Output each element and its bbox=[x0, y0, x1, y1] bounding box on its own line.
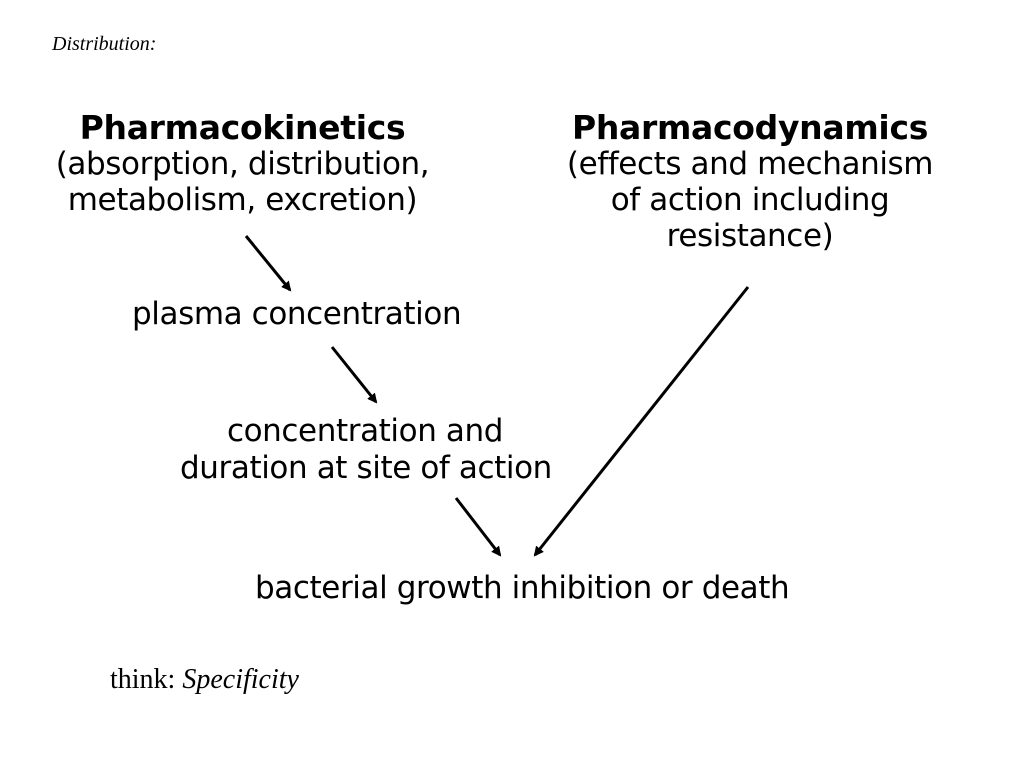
pharmacokinetics-title: Pharmacokinetics bbox=[79, 108, 406, 147]
site-of-action-node: concentration and duration at site of ac… bbox=[180, 413, 552, 487]
pharmacokinetics-node: Pharmacokinetics (absorption, distributi… bbox=[50, 108, 435, 219]
pharmacokinetics-detail-line: (absorption, distribution, bbox=[55, 146, 430, 182]
footer-prefix: think: bbox=[110, 664, 183, 695]
section-label: Distribution: bbox=[52, 33, 157, 55]
outcome-node: bacterial growth inhibition or death bbox=[255, 570, 790, 607]
footer-note: think: Specificity bbox=[110, 662, 299, 698]
pharmacodynamics-detail-line: (effects and mechanism bbox=[566, 146, 934, 182]
site-of-action-line: duration at site of action bbox=[180, 450, 552, 486]
arrow-pharmacokinetics-to-plasma bbox=[244, 235, 292, 292]
site-of-action-line: concentration and bbox=[226, 413, 504, 449]
pharmacodynamics-detail-line: resistance) bbox=[666, 218, 834, 254]
pharmacodynamics-node: Pharmacodynamics (effects and mechanism … bbox=[560, 108, 940, 255]
outcome-label: bacterial growth inhibition or death bbox=[255, 570, 790, 606]
pharmacodynamics-title: Pharmacodynamics bbox=[571, 108, 929, 147]
arrow-pharmacodynamics-to-outcome bbox=[533, 286, 750, 557]
footer-emphasis: Specificity bbox=[182, 664, 299, 695]
pharmacokinetics-detail-line: metabolism, excretion) bbox=[67, 182, 418, 218]
plasma-concentration-node: plasma concentration bbox=[132, 296, 462, 333]
plasma-concentration-label: plasma concentration bbox=[132, 296, 462, 332]
pharmacodynamics-detail-line: of action including bbox=[610, 182, 890, 218]
arrow-plasma-to-site bbox=[330, 346, 378, 404]
arrow-site-to-outcome bbox=[454, 497, 502, 557]
